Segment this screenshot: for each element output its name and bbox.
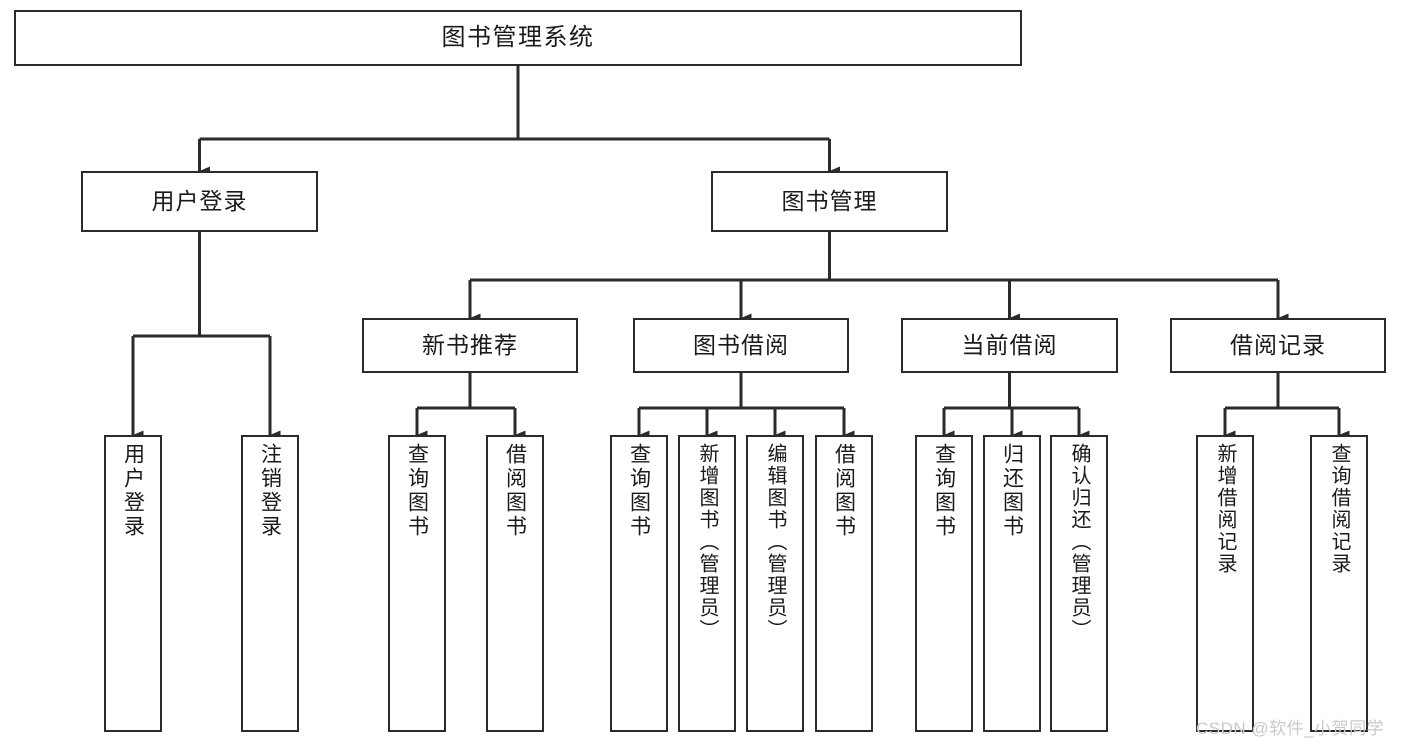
node-label: 注销登录	[258, 443, 282, 539]
node-label: 图书管理	[781, 187, 878, 214]
node-user-login[interactable]: 用户登录	[81, 171, 318, 232]
node-leaf-query-book-1[interactable]: 查询图书	[388, 435, 446, 732]
node-leaf-user-login[interactable]: 用户登录	[104, 435, 162, 732]
node-label: 图书管理系统	[441, 23, 595, 51]
node-label: 查询图书	[932, 443, 956, 539]
node-leaf-query-record[interactable]: 查询借阅记录	[1310, 435, 1368, 732]
node-label: 用户登录	[121, 443, 145, 539]
node-label: 用户登录	[151, 187, 248, 214]
node-label: 查询图书	[627, 443, 651, 539]
node-label: 借阅记录	[1230, 331, 1326, 358]
node-leaf-query-book-2[interactable]: 查询图书	[610, 435, 668, 732]
node-label: 查询图书	[405, 443, 429, 539]
node-label: 新书推荐	[422, 331, 518, 358]
node-leaf-confirm-return[interactable]: 确认归还（管理员）	[1050, 435, 1108, 732]
node-leaf-add-record[interactable]: 新增借阅记录	[1196, 435, 1254, 732]
node-leaf-query-book-3[interactable]: 查询图书	[915, 435, 973, 732]
node-label: 归还图书	[1000, 443, 1024, 539]
node-label: 借阅图书	[832, 443, 856, 539]
node-book-borrow[interactable]: 图书借阅	[633, 318, 849, 373]
node-borrow-record[interactable]: 借阅记录	[1170, 318, 1386, 373]
node-label: 新增借阅记录	[1214, 443, 1236, 575]
node-new-book-rec[interactable]: 新书推荐	[362, 318, 578, 373]
node-leaf-edit-book[interactable]: 编辑图书（管理员）	[746, 435, 804, 732]
node-leaf-borrow-book-2[interactable]: 借阅图书	[815, 435, 873, 732]
csdn-watermark: CSDN @软件_小贺同学	[1196, 719, 1385, 738]
node-leaf-return-book[interactable]: 归还图书	[983, 435, 1041, 732]
node-leaf-borrow-book-1[interactable]: 借阅图书	[486, 435, 544, 732]
node-leaf-user-logout[interactable]: 注销登录	[241, 435, 299, 732]
node-label: 图书借阅	[693, 331, 789, 358]
node-label: 借阅图书	[503, 443, 527, 539]
node-leaf-add-book[interactable]: 新增图书（管理员）	[678, 435, 736, 732]
node-label: 确认归还（管理员）	[1068, 443, 1090, 641]
node-book-manage[interactable]: 图书管理	[711, 171, 948, 232]
node-label: 新增图书（管理员）	[696, 443, 718, 641]
node-label: 查询借阅记录	[1328, 443, 1350, 575]
node-root[interactable]: 图书管理系统	[14, 10, 1022, 66]
node-current-borrow[interactable]: 当前借阅	[901, 318, 1118, 373]
node-label: 编辑图书（管理员）	[764, 443, 786, 641]
node-label: 当前借阅	[961, 331, 1058, 358]
